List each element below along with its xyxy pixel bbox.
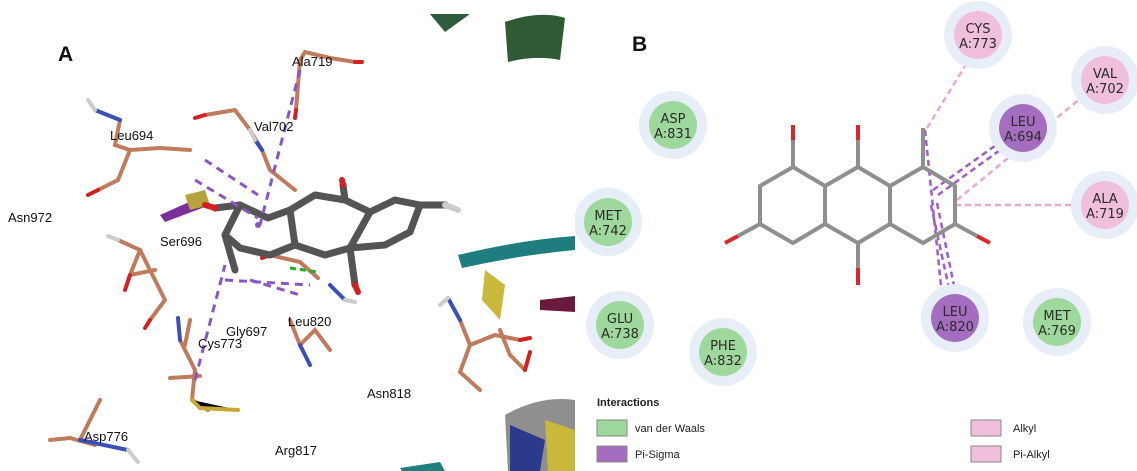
interaction-lines (193, 69, 311, 381)
residue-name: CYS (965, 22, 990, 37)
residue-name: PHE (710, 339, 736, 354)
legend-label-pialkyl: Pi-Alkyl (1013, 449, 1050, 461)
residue-name: LEU (943, 305, 968, 320)
residue-disc (931, 294, 979, 342)
residue-name: MET (594, 209, 621, 224)
legend-title: Interactions (597, 397, 659, 409)
ribbon-fragment (505, 14, 565, 62)
hbond-line (289, 266, 319, 274)
residue-number: A:719 (1086, 207, 1124, 222)
residue-disc (1033, 298, 1081, 346)
ligand-oxygens (202, 177, 461, 295)
residue-number: A:742 (589, 224, 627, 239)
label-leu820: Leu820 (288, 314, 331, 329)
ribbon-fragment (482, 270, 505, 320)
residue-number: A:773 (959, 37, 997, 52)
ribbon-fragment (400, 462, 445, 471)
label-ser696: Ser696 (160, 234, 202, 249)
residue-disc (596, 301, 644, 349)
residue-number: A:832 (704, 354, 742, 369)
label-leu694: Leu694 (110, 128, 153, 143)
residue-number: A:738 (601, 327, 639, 342)
label-cys773: Cys773 (198, 336, 242, 351)
panel-a-canvas: A Ala719 Leu694 Val702 Asn972 Ser696 Gly… (8, 14, 575, 471)
residue-number: A:694 (1004, 130, 1042, 145)
residue-number: A:820 (936, 320, 974, 335)
panel-a-3d-view: A Ala719 Leu694 Val702 Asn972 Ser696 Gly… (8, 14, 575, 471)
ribbon-fragment (430, 14, 470, 32)
residue-name: ALA (1092, 192, 1117, 207)
ligand-2d (737, 128, 978, 268)
residue-name: LEU (1011, 115, 1036, 130)
pi-centroid (255, 222, 261, 228)
residue-disc (1081, 56, 1129, 104)
residue-disc (584, 198, 632, 246)
label-val702: Val702 (254, 119, 294, 134)
ligand-2d-oxygens (724, 125, 991, 285)
ligand-3d (211, 181, 449, 289)
label-asp776: Asp776 (84, 429, 128, 444)
residue-disc (699, 328, 747, 376)
heteroatom-tips (78, 60, 532, 464)
ribbon-fragment (510, 425, 545, 471)
ribbon-fragment (458, 236, 575, 268)
legend: Interactions van der Waals Pi-Sigma Alky… (596, 397, 1050, 463)
legend-swatch-pisigma (596, 445, 628, 463)
label-arg817: Arg817 (275, 443, 317, 458)
label-ala719: Ala719 (292, 54, 332, 69)
panel-b-2d-diagram: B (575, 0, 1137, 471)
label-asn818: Asn818 (367, 386, 411, 401)
residue-name: VAL (1093, 67, 1118, 82)
legend-swatch-pialkyl (970, 445, 1002, 463)
legend-swatch-vdw (596, 419, 628, 437)
residue-number: A:831 (654, 127, 692, 142)
label-asn972: Asn972 (8, 210, 52, 225)
residue-disc (954, 11, 1002, 59)
residue-number: A:769 (1038, 324, 1076, 339)
residue-disc (999, 104, 1047, 152)
residue-name: MET (1043, 309, 1070, 324)
residue-name: ASP (661, 112, 686, 127)
residue-number: A:702 (1086, 82, 1124, 97)
ribbon-fragment (540, 296, 575, 312)
label-gly697: Gly697 (226, 324, 267, 339)
panel-b-canvas: B (575, 1, 1137, 463)
residue-disc (649, 101, 697, 149)
ribbon-fragment (545, 420, 575, 471)
panel-a-letter: A (58, 43, 73, 66)
legend-swatch-alkyl (970, 419, 1002, 437)
residue-discs: ASPA:831META:742GLUA:738PHEA:832META:769… (575, 1, 1137, 386)
legend-label-alkyl: Alkyl (1013, 423, 1036, 435)
residue-name: GLU (607, 312, 633, 327)
residue-disc (1081, 181, 1129, 229)
legend-label-pisigma: Pi-Sigma (635, 449, 681, 461)
panel-b-letter: B (632, 33, 647, 56)
legend-label-vdw: van der Waals (635, 423, 705, 435)
